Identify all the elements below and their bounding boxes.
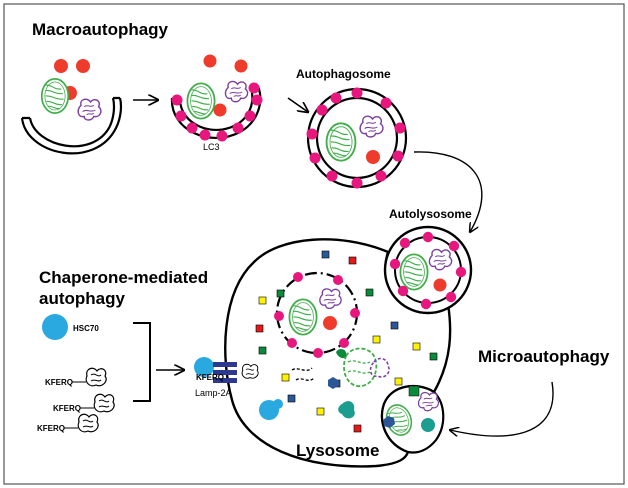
cargo-dot <box>54 59 68 73</box>
lc3-dots <box>171 82 263 142</box>
arrow-microautophagy <box>450 381 554 436</box>
chaperone-title-line2: autophagy <box>39 289 125 308</box>
autophagosome-label: Autophagosome <box>296 67 391 81</box>
autolysosome <box>383 225 473 315</box>
arrow-stage2-to-autophagosome <box>287 97 308 112</box>
mitochondrion-icon <box>399 253 429 291</box>
protein-aggregate-icon <box>428 248 453 271</box>
protein-aggregate-icon <box>224 80 249 103</box>
unfolded-protein-icon <box>77 413 99 433</box>
mitochondrion-icon <box>40 77 70 115</box>
degraded-cargo <box>259 347 390 420</box>
kferq-label: KFERQ <box>53 404 81 413</box>
cargo-dot <box>234 59 248 73</box>
cargo-dot <box>366 150 380 164</box>
protein-aggregate-icon <box>359 115 384 138</box>
kferq-substrate-2: KFERQ <box>53 393 115 413</box>
mitochondrion-icon <box>288 298 318 336</box>
hsc70-chaperone-icon <box>194 357 214 377</box>
lc3-dots <box>274 272 360 358</box>
mitochondrion-icon <box>325 122 357 162</box>
chaperone-title-line1: Chaperone-mediated <box>39 268 208 287</box>
protein-aggregate-icon <box>417 391 440 412</box>
kferq-substrate-3: KFERQ <box>37 413 99 433</box>
phagophore-stage-2 <box>170 54 263 142</box>
microautophagy-invagination <box>380 385 445 454</box>
unfolded-protein-icon <box>93 393 115 413</box>
lc3-label: LC3 <box>203 142 220 152</box>
autophagosome <box>306 87 408 189</box>
lc3-dots <box>306 87 406 189</box>
lamp2a-complex: KFERQ <box>194 357 259 383</box>
cargo-dot <box>323 316 337 330</box>
arrow-to-autolysosome <box>413 151 483 232</box>
macroautophagy-title: Macroautophagy <box>32 20 169 39</box>
microautophagy-title: Microautophagy <box>478 347 610 366</box>
lc3-dots <box>389 231 467 310</box>
kferq-label: KFERQ <box>37 424 65 433</box>
protein-aggregate-icon <box>319 288 342 310</box>
protein-aggregate-icon <box>77 98 102 121</box>
unfolded-protein-icon <box>241 363 259 379</box>
lamp2a-label: Lamp-2A <box>195 388 232 398</box>
unfolded-protein-icon <box>85 367 107 387</box>
grouping-bracket <box>133 322 151 402</box>
mitochondrion-icon <box>186 82 216 120</box>
kferq-substrate-1: KFERQ <box>45 367 107 387</box>
kferq-label-bound: KFERQ <box>196 373 224 382</box>
kferq-label: KFERQ <box>45 378 73 387</box>
cargo-dot <box>203 54 217 68</box>
cargo-dot <box>213 103 227 117</box>
cargo-dot <box>76 59 90 73</box>
lysosomal-enzymes <box>255 250 438 433</box>
lysosome-label: Lysosome <box>296 441 379 460</box>
figure-frame <box>3 3 625 485</box>
cargo-dot <box>433 278 447 292</box>
degrading-autophagosome <box>274 271 360 358</box>
autolysosome-label: Autolysosome <box>389 207 472 221</box>
phagophore-stage-1 <box>20 59 123 155</box>
hsc70-chaperone-icon <box>42 314 68 340</box>
hsc70-label: HSC70 <box>73 324 99 333</box>
